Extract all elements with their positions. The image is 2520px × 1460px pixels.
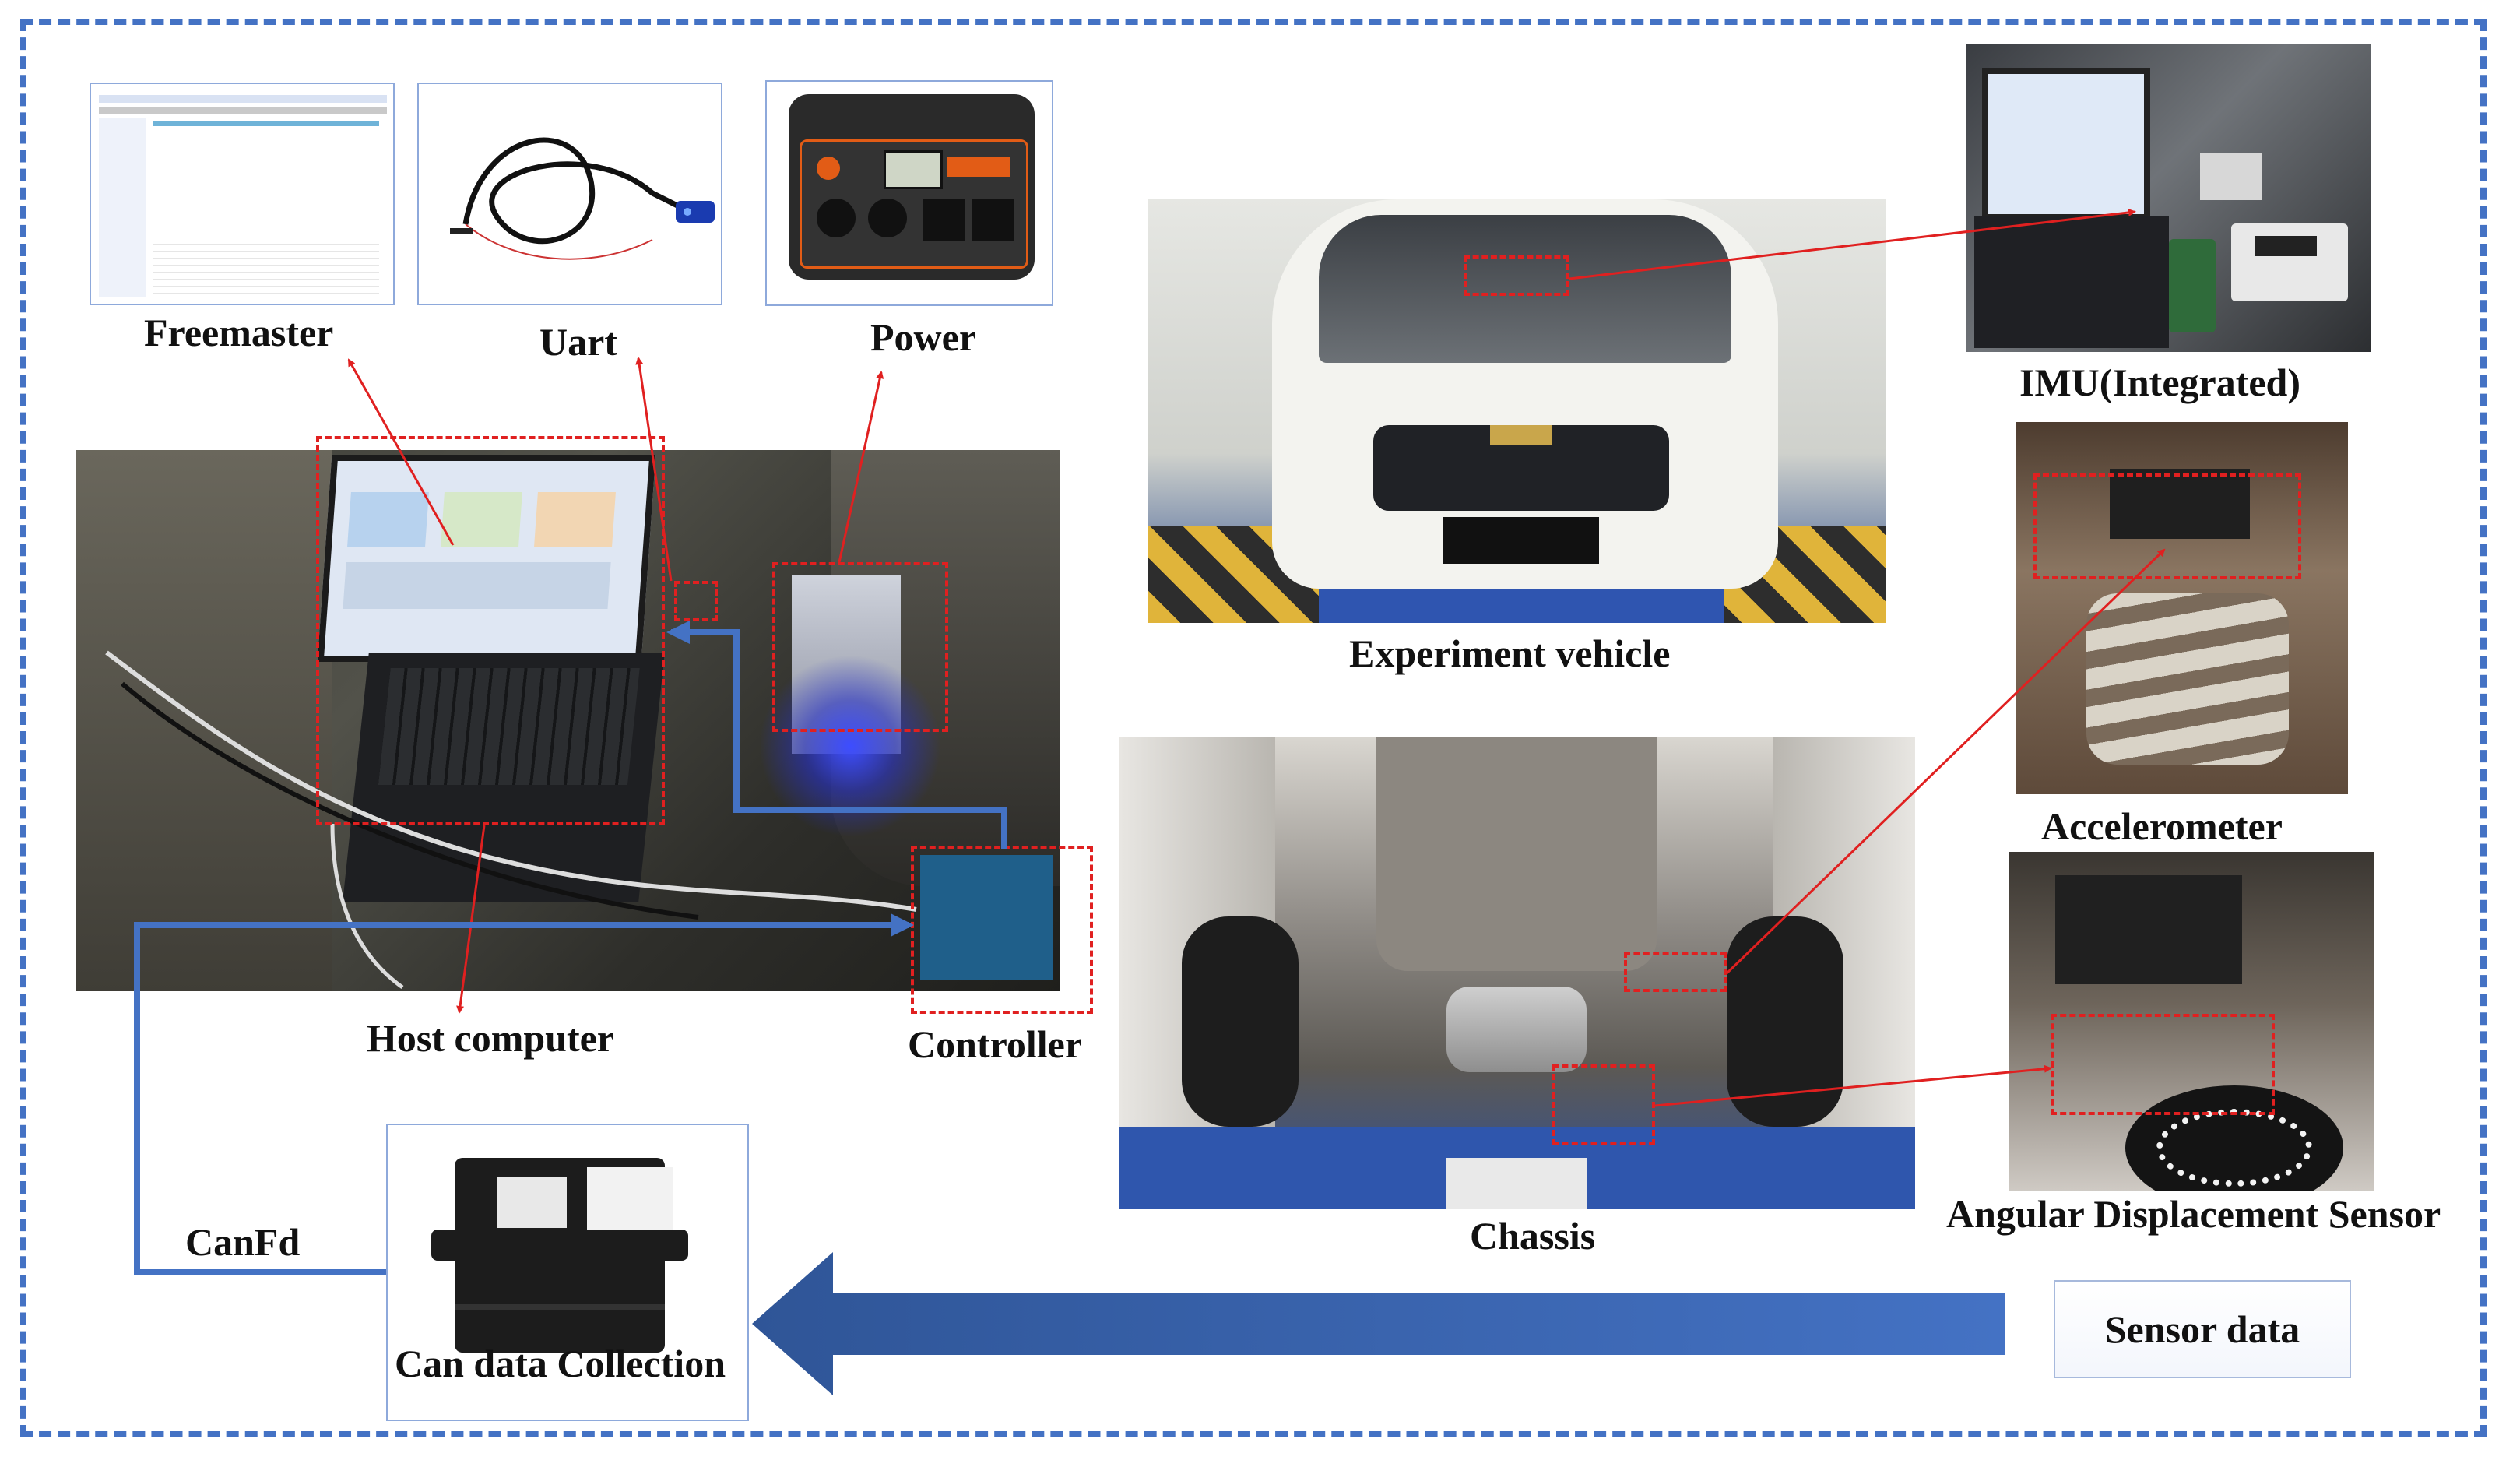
uart-port-highlight [674, 581, 718, 621]
uart-label: Uart [539, 320, 617, 364]
accelerometer-photo [2016, 422, 2348, 794]
power-station-photo [765, 80, 1053, 306]
sensor-data-box: Sensor data [2054, 1280, 2351, 1378]
uart-cable-photo [417, 83, 722, 305]
chassis-label: Chassis [1470, 1214, 1596, 1258]
host-computer-label: Host computer [367, 1016, 614, 1060]
power-arrow [838, 371, 884, 563]
canfd-connector [134, 913, 914, 1275]
can-collection-photo [386, 1124, 749, 1421]
host-computer-highlight [316, 436, 665, 825]
imu-photo [1966, 44, 2371, 352]
angular-sensor-label: Angular Displacement Sensor [1946, 1192, 2441, 1236]
imu-label: IMU(Integrated) [2019, 361, 2301, 404]
freemaster-arrow [347, 358, 455, 546]
host-computer-arrow [456, 825, 486, 1014]
uart-arrow [635, 357, 673, 582]
imu-mount-highlight [1464, 255, 1569, 296]
accelerometer-highlight [2033, 473, 2301, 579]
accelerometer-label: Accelerometer [2041, 804, 2283, 848]
imu-arrow [1569, 208, 2136, 280]
freemaster-screenshot [90, 83, 395, 305]
sensor-data-label: Sensor data [2104, 1307, 2300, 1351]
accelerometer-arrow [1725, 548, 2166, 975]
experiment-vehicle-label: Experiment vehicle [1349, 631, 1671, 675]
angular-sensor-mount-highlight [1552, 1064, 1655, 1145]
power-supply-highlight [772, 562, 948, 732]
can-collection-label: Can data Collection [395, 1342, 726, 1385]
sensor-data-flow-arrow [752, 1252, 2005, 1395]
angular-sensor-arrow [1654, 1064, 2052, 1107]
controller-label: Controller [908, 1022, 1083, 1066]
outer-dashed-frame [20, 19, 2487, 1437]
canfd-label: CanFd [185, 1220, 301, 1264]
chassis-photo [1119, 737, 1915, 1209]
power-label: Power [870, 315, 977, 359]
angular-sensor-highlight [2051, 1014, 2275, 1115]
angular-sensor-photo [2009, 852, 2374, 1191]
host-computer-photo [76, 450, 1060, 991]
experiment-vehicle-photo [1148, 199, 1886, 623]
freemaster-label: Freemaster [144, 311, 334, 354]
controller-to-host-connector [666, 621, 1007, 849]
accelerometer-mount-highlight [1624, 952, 1727, 992]
